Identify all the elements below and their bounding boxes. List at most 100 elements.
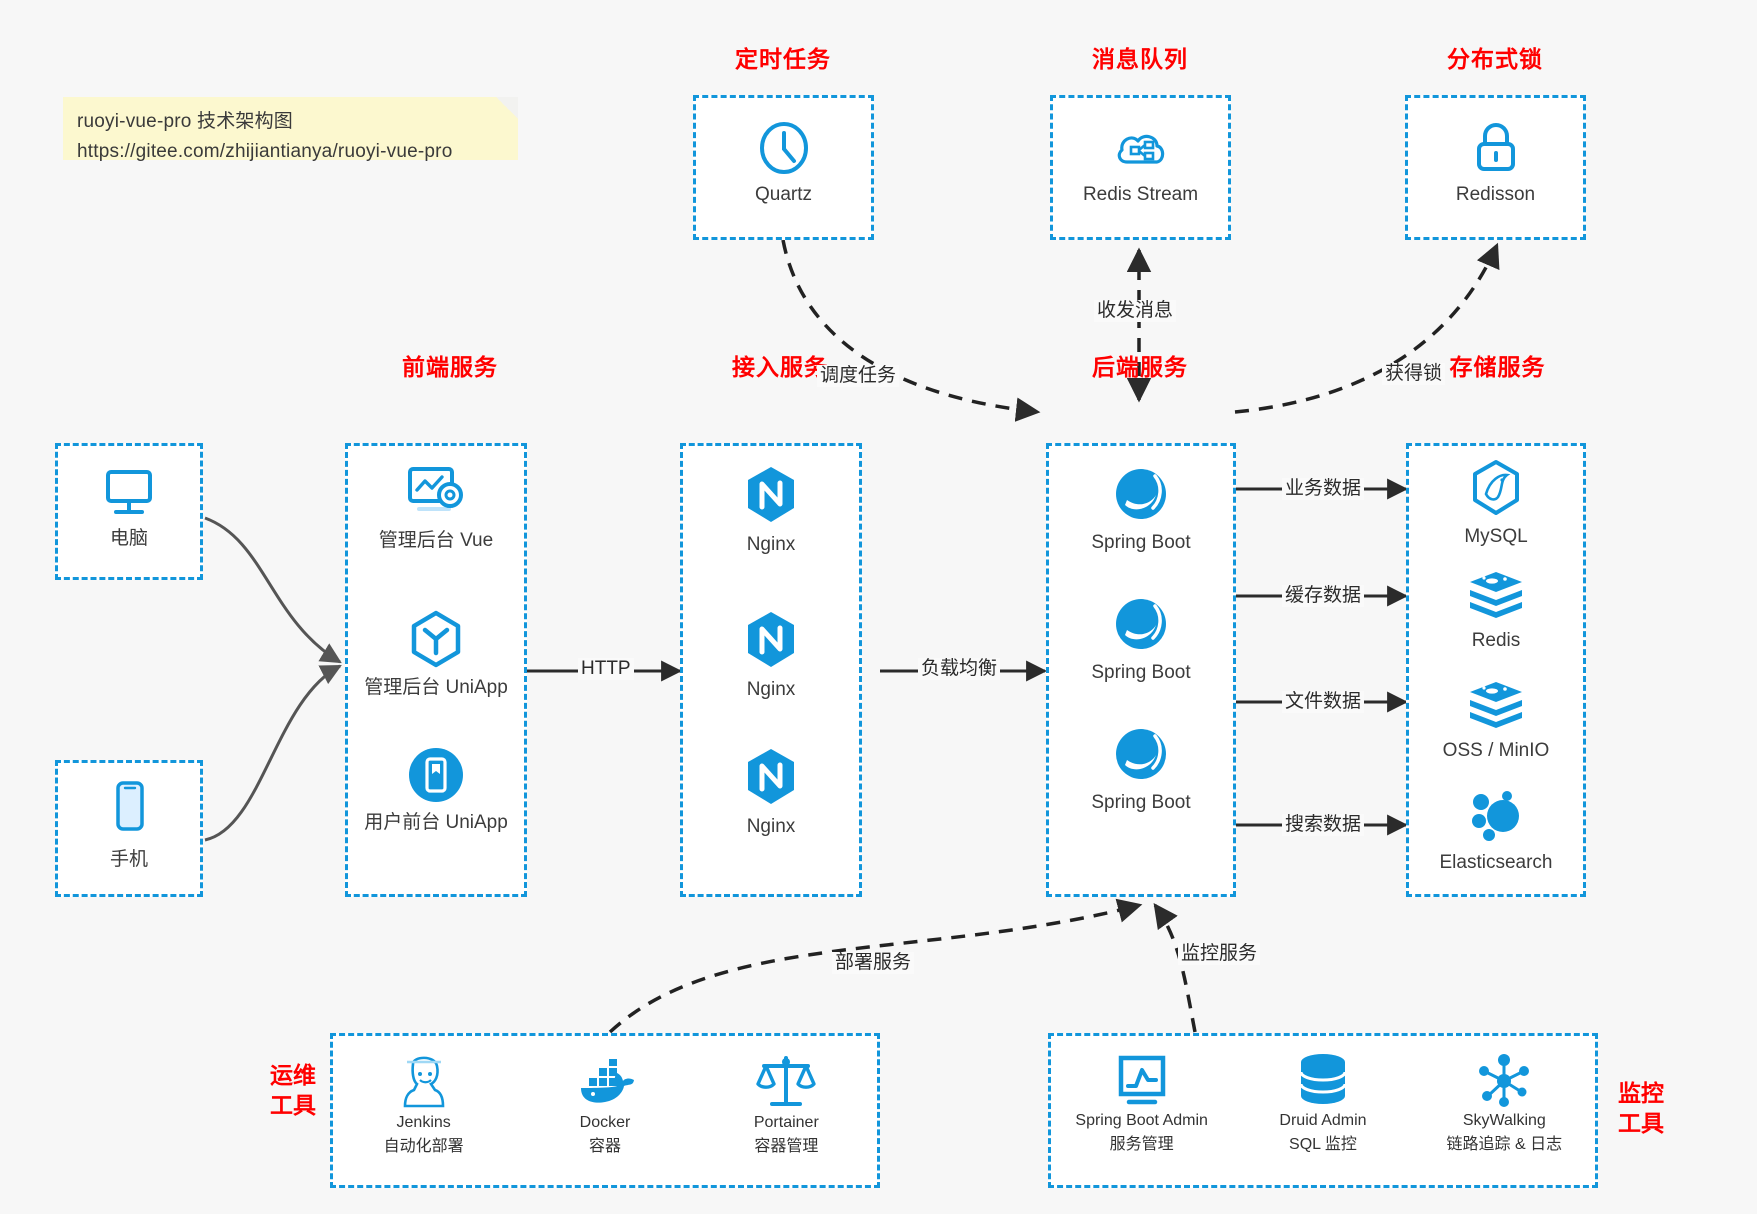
edge-label-business-data: 业务数据 xyxy=(1282,478,1365,500)
node-redis-stream[interactable]: Redis Stream xyxy=(1053,120,1228,207)
group-box-client-mobile: 手机 xyxy=(55,760,203,897)
node-label: 管理后台 Vue xyxy=(378,530,494,551)
node-label: MySQL xyxy=(1464,526,1528,547)
group-title-devops: 运维 工具 xyxy=(258,1060,328,1120)
edge-label-load-balance: 负载均衡 xyxy=(918,658,1001,680)
group-title-monitor: 监控 工具 xyxy=(1606,1078,1676,1138)
redis-icon xyxy=(1470,572,1522,618)
lock-icon xyxy=(1476,123,1515,171)
node-nginx-1[interactable]: Nginx xyxy=(683,464,859,557)
edge-label-acquire-lock: 获得锁 xyxy=(1382,363,1446,385)
node-user-uniapp[interactable]: 用户前台 UniApp xyxy=(348,746,524,835)
node-sublabel: 容器管理 xyxy=(754,1138,819,1155)
group-title-monitor-line2: 工具 xyxy=(1618,1110,1664,1136)
node-skywalking[interactable]: SkyWalking 链路追踪 & 日志 xyxy=(1414,1050,1595,1154)
node-label: Spring Boot xyxy=(1091,532,1191,553)
group-box-client-pc: 电脑 xyxy=(55,443,203,580)
edge-label-file-data: 文件数据 xyxy=(1282,691,1365,713)
node-label: Portainer xyxy=(753,1114,819,1131)
node-label: Redis Stream xyxy=(1082,184,1199,205)
node-label: Spring Boot xyxy=(1091,792,1191,813)
edge-label-schedule-task: 调度任务 xyxy=(817,365,900,387)
group-title-monitor-line1: 监控 xyxy=(1618,1080,1664,1106)
edge-label-cache-data: 缓存数据 xyxy=(1282,585,1365,607)
node-label: Quartz xyxy=(754,184,813,205)
group-box-backend: Spring Boot Spring Boot Spring Boot xyxy=(1046,443,1236,897)
node-nginx-3[interactable]: Nginx xyxy=(683,746,859,839)
node-portainer[interactable]: Portainer 容器管理 xyxy=(696,1050,877,1156)
node-label: 电脑 xyxy=(109,528,148,549)
group-box-monitor: Spring Boot Admin 服务管理 Druid Admin SQL 监… xyxy=(1048,1033,1598,1188)
nginx-icon xyxy=(748,467,794,522)
group-title-frontend: 前端服务 xyxy=(402,354,498,380)
node-spring-boot-admin[interactable]: Spring Boot Admin 服务管理 xyxy=(1051,1050,1232,1154)
node-nginx-2[interactable]: Nginx xyxy=(683,609,859,702)
node-redisson[interactable]: Redisson xyxy=(1408,118,1583,207)
spring-boot-icon xyxy=(1116,729,1166,779)
node-mysql[interactable]: MySQL xyxy=(1409,458,1583,549)
note-line-2: https://gitee.com/zhijiantianya/ruoyi-vu… xyxy=(77,141,453,162)
scales-icon xyxy=(756,1056,817,1106)
node-spring-boot-2[interactable]: Spring Boot xyxy=(1049,594,1233,685)
group-title-backend: 后端服务 xyxy=(1092,354,1188,380)
clock-icon xyxy=(759,122,808,174)
group-box-distributed-lock: Redisson xyxy=(1405,95,1586,240)
node-elasticsearch[interactable]: Elasticsearch xyxy=(1409,788,1583,875)
node-label: Nginx xyxy=(746,534,796,555)
node-docker[interactable]: Docker 容器 xyxy=(514,1050,695,1156)
node-label: Jenkins xyxy=(396,1114,451,1131)
node-label: Spring Boot Admin xyxy=(1075,1112,1208,1129)
node-label: Docker xyxy=(579,1114,631,1131)
docker-icon xyxy=(580,1059,634,1103)
node-sublabel: 容器 xyxy=(588,1138,621,1155)
nginx-icon xyxy=(748,612,794,667)
note-fold-corner xyxy=(496,97,518,119)
group-title-devops-line2: 工具 xyxy=(270,1092,316,1118)
oss-minio-icon xyxy=(1470,682,1522,728)
mysql-icon xyxy=(1473,460,1519,515)
phone-icon xyxy=(116,781,144,831)
spring-boot-icon xyxy=(1116,469,1166,519)
nginx-icon xyxy=(748,749,794,804)
node-mobile[interactable]: 手机 xyxy=(58,779,200,872)
node-pc[interactable]: 电脑 xyxy=(58,466,200,551)
mobile-app-icon xyxy=(409,748,463,802)
group-title-distributed-lock: 分布式锁 xyxy=(1447,46,1543,72)
group-box-frontend: 管理后台 Vue 管理后台 UniApp 用户前台 UniApp xyxy=(345,443,527,897)
node-label: 手机 xyxy=(109,849,148,870)
node-label: 管理后台 UniApp xyxy=(364,677,508,698)
node-druid-admin[interactable]: Druid Admin SQL 监控 xyxy=(1232,1050,1413,1154)
node-spring-boot-1[interactable]: Spring Boot xyxy=(1049,464,1233,555)
node-sublabel: 链路追踪 & 日志 xyxy=(1446,1136,1563,1153)
desktop-icon xyxy=(106,470,152,514)
group-box-gateway: Nginx Nginx Nginx xyxy=(680,443,862,897)
group-title-storage: 存储服务 xyxy=(1449,354,1546,380)
edge-label-http: HTTP xyxy=(578,658,634,680)
node-sublabel: SQL 监控 xyxy=(1289,1136,1357,1153)
skywalking-icon xyxy=(1479,1054,1530,1107)
edge-label-deploy-service: 部署服务 xyxy=(832,952,915,974)
monitor-chart-icon xyxy=(1118,1055,1165,1105)
jenkins-icon xyxy=(403,1056,444,1108)
note-line-1: ruoyi-vue-pro 技术架构图 xyxy=(77,111,294,132)
node-admin-uniapp[interactable]: 管理后台 UniApp xyxy=(348,609,524,700)
node-quartz[interactable]: Quartz xyxy=(696,120,871,207)
node-redis[interactable]: Redis xyxy=(1409,568,1583,653)
node-oss-minio[interactable]: OSS / MinIO xyxy=(1409,678,1583,763)
edge-label-send-receive-message: 收发消息 xyxy=(1094,300,1177,322)
note-callout: ruoyi-vue-pro 技术架构图 https://gitee.com/zh… xyxy=(63,97,518,162)
elasticsearch-icon xyxy=(1472,791,1519,841)
group-box-message-queue: Redis Stream xyxy=(1050,95,1231,240)
spring-boot-icon xyxy=(1116,599,1166,649)
node-spring-boot-3[interactable]: Spring Boot xyxy=(1049,724,1233,815)
group-box-scheduled-task: Quartz xyxy=(693,95,874,240)
group-title-gateway: 接入服务 xyxy=(732,354,828,380)
node-jenkins[interactable]: Jenkins 自动化部署 xyxy=(333,1050,514,1156)
node-label: 用户前台 UniApp xyxy=(364,812,508,833)
group-title-message-queue: 消息队列 xyxy=(1092,46,1188,72)
group-title-devops-line1: 运维 xyxy=(270,1062,316,1088)
node-label: Redisson xyxy=(1455,184,1536,205)
dashboard-gear-icon xyxy=(408,467,463,511)
node-sublabel: 自动化部署 xyxy=(383,1138,464,1155)
node-admin-vue[interactable]: 管理后台 Vue xyxy=(348,464,524,553)
